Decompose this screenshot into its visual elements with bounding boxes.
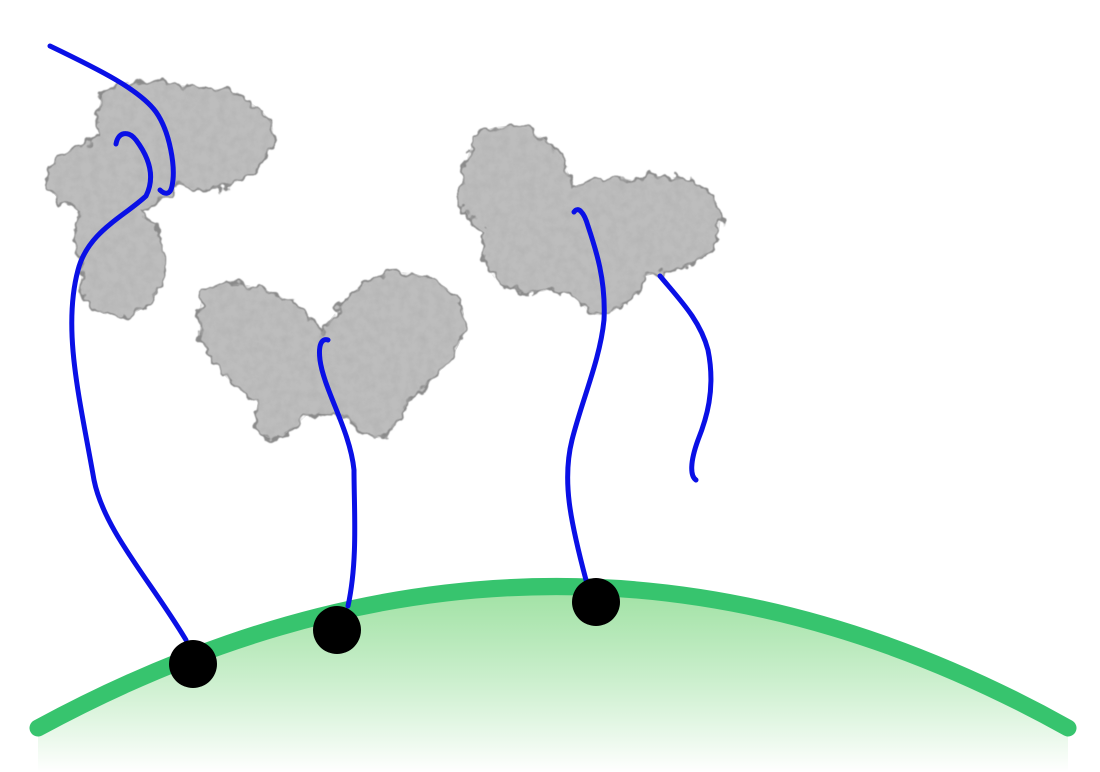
anchors xyxy=(169,578,620,688)
protein-left xyxy=(46,81,275,318)
tether-middle xyxy=(317,337,358,609)
protein-middle xyxy=(197,270,466,440)
tether-free-top-left xyxy=(47,43,176,196)
black-circle-icon xyxy=(572,578,620,626)
tether-left xyxy=(69,131,189,643)
black-circle-icon xyxy=(313,606,361,654)
protein-right xyxy=(459,124,722,317)
black-circle-icon xyxy=(169,640,217,688)
tether-right xyxy=(565,207,607,583)
tethers xyxy=(47,43,714,643)
tether-right-free-end xyxy=(657,273,714,483)
membrane-gradient-fill xyxy=(38,586,1068,772)
